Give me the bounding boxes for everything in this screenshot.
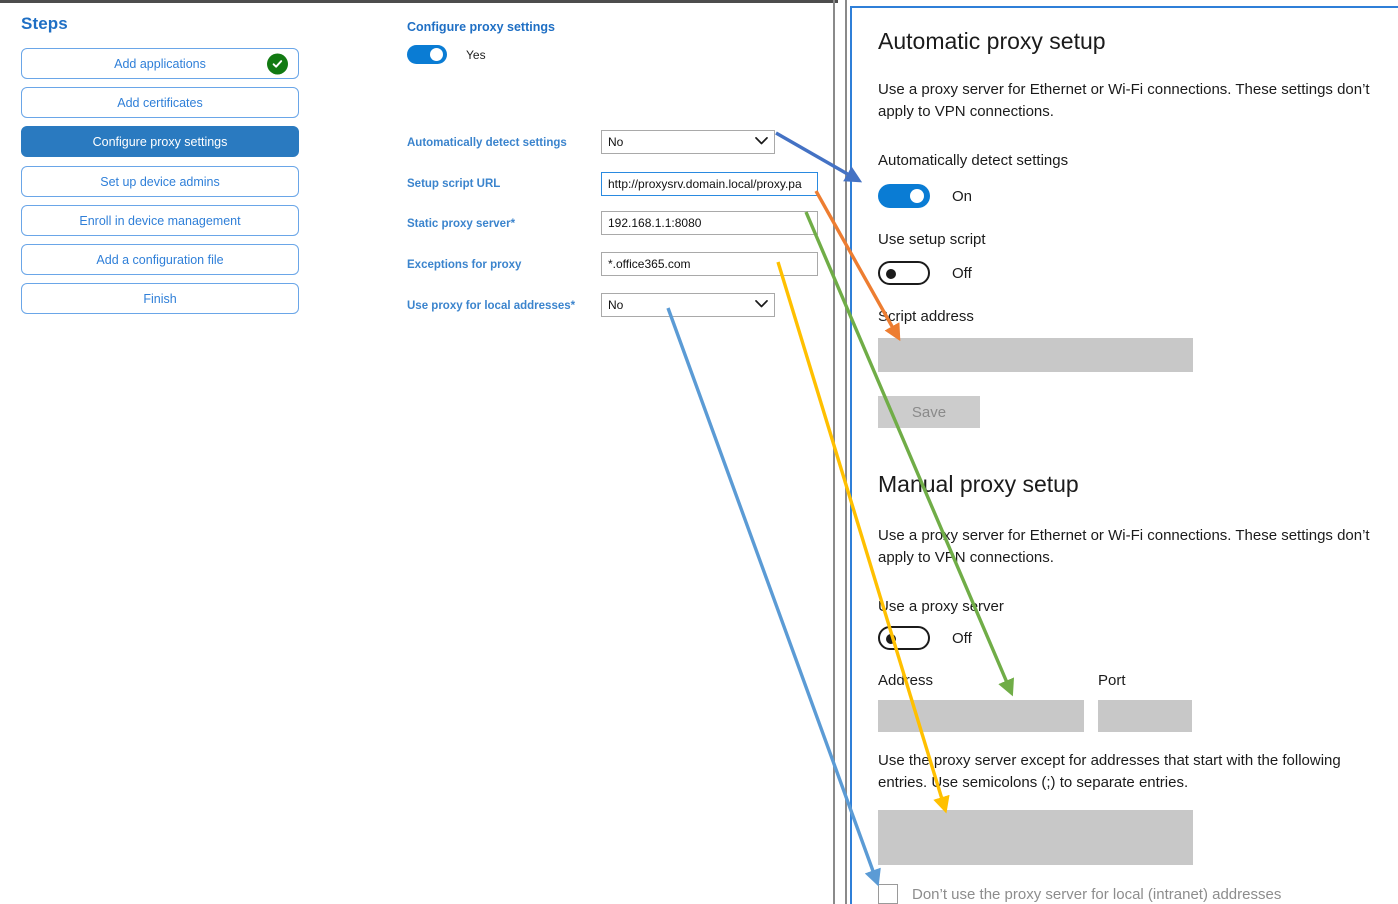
save-button-label: Save: [911, 403, 947, 421]
use-setup-script-toggle-label: Off: [952, 264, 972, 282]
save-button[interactable]: Save: [878, 396, 980, 428]
windows-proxy-settings-panel: Automatic proxy setup Use a proxy server…: [850, 6, 1398, 904]
required-marker: *: [510, 218, 516, 230]
automatic-proxy-setup-description: Use a proxy server for Ethernet or Wi-Fi…: [878, 81, 1370, 120]
proxy-form-panel: Configure proxy settings Yes Automatical…: [330, 3, 833, 904]
step-label: Set up device admins: [100, 174, 220, 189]
automatic-proxy-setup-heading: Automatic proxy setup: [878, 28, 1106, 54]
script-address-input[interactable]: [878, 338, 1193, 372]
step-item-add-applications[interactable]: Add applications: [21, 48, 299, 79]
step-item-add-a-configuration-file[interactable]: Add a configuration file: [21, 244, 299, 275]
manual-proxy-setup-description: Use a proxy server for Ethernet or Wi-Fi…: [878, 527, 1370, 566]
manual-proxy-setup-heading: Manual proxy setup: [878, 471, 1079, 497]
step-item-configure-proxy-settings[interactable]: Configure proxy settings: [21, 126, 299, 157]
exceptions-description: Use the proxy server except for addresse…: [878, 752, 1341, 791]
use-setup-script-toggle-row[interactable]: Off: [878, 261, 972, 285]
exceptions-input[interactable]: [878, 810, 1193, 865]
address-label: Address: [878, 672, 934, 689]
steps-title: Steps: [21, 14, 68, 33]
input-exceptions-for-proxy[interactable]: *.office365.com: [601, 252, 818, 276]
use-a-proxy-server-toggle-row[interactable]: Off: [878, 626, 972, 650]
use-setup-script-label: Use setup script: [878, 231, 986, 248]
bypass-local-addresses-label: Don’t use the proxy server for local (in…: [912, 885, 1282, 903]
label-static-proxy-server: Static proxy server*: [407, 218, 516, 230]
step-label: Finish: [143, 291, 177, 306]
required-marker: *: [570, 300, 576, 312]
step-label: Configure proxy settings: [92, 134, 228, 149]
step-item-add-certificates[interactable]: Add certificates: [21, 87, 299, 118]
label-setup-script-url: Setup script URL: [407, 178, 501, 190]
use-setup-script-toggle[interactable]: [878, 261, 930, 285]
auto-detect-settings-toggle-label: On: [952, 187, 973, 205]
auto-detect-settings-label: Automatically detect settings: [878, 152, 1069, 169]
configure-proxy-toggle[interactable]: [407, 45, 447, 64]
chevron-down-icon: [755, 300, 768, 311]
input-value: http://proxysrv.domain.local/proxy.pa: [608, 177, 802, 191]
step-label: Enroll in device management: [79, 213, 241, 228]
auto-detect-settings-toggle-row[interactable]: On: [878, 184, 972, 208]
use-a-proxy-server-toggle[interactable]: [878, 626, 930, 650]
use-a-proxy-server-label: Use a proxy server: [878, 598, 1004, 615]
port-input[interactable]: [1098, 700, 1192, 732]
step-label: Add a configuration file: [96, 252, 224, 267]
step-label: Add certificates: [117, 95, 203, 110]
steps-panel: Steps Add applications Add certificates …: [0, 3, 320, 904]
bypass-local-addresses-checkbox[interactable]: [878, 884, 898, 904]
input-setup-script-url[interactable]: http://proxysrv.domain.local/proxy.pa: [601, 172, 818, 196]
select-automatically-detect-settings[interactable]: No: [601, 130, 775, 154]
top-divider: [0, 0, 838, 3]
input-static-proxy-server[interactable]: 192.168.1.1:8080: [601, 211, 818, 235]
use-a-proxy-server-toggle-label: Off: [952, 629, 972, 647]
configure-proxy-toggle-label: Yes: [466, 47, 486, 62]
form-title: Configure proxy settings: [407, 20, 555, 34]
input-value: 192.168.1.1:8080: [608, 216, 702, 230]
auto-detect-settings-toggle[interactable]: [878, 184, 930, 208]
check-circle-icon: [267, 53, 288, 74]
bypass-local-addresses-row[interactable]: Don’t use the proxy server for local (in…: [878, 884, 1281, 904]
select-value: No: [608, 135, 624, 149]
select-value: No: [608, 298, 624, 312]
step-item-set-up-device-admins[interactable]: Set up device admins: [21, 166, 299, 197]
step-item-finish[interactable]: Finish: [21, 283, 299, 314]
script-address-label: Script address: [878, 308, 974, 325]
configure-proxy-toggle-row[interactable]: Yes: [407, 45, 486, 64]
select-use-proxy-for-local-addresses[interactable]: No: [601, 293, 775, 317]
label-exceptions-for-proxy: Exceptions for proxy: [407, 259, 522, 271]
port-label: Port: [1098, 672, 1126, 689]
panel-divider-left: [833, 0, 835, 904]
label-automatically-detect-settings: Automatically detect settings: [407, 137, 567, 149]
input-value: *.office365.com: [608, 257, 691, 271]
address-input[interactable]: [878, 700, 1084, 732]
chevron-down-icon: [755, 137, 768, 148]
label-use-proxy-for-local-addresses: Use proxy for local addresses*: [407, 300, 576, 312]
panel-divider-right: [845, 0, 847, 904]
step-label: Add applications: [114, 56, 206, 71]
step-item-enroll-in-device-management[interactable]: Enroll in device management: [21, 205, 299, 236]
